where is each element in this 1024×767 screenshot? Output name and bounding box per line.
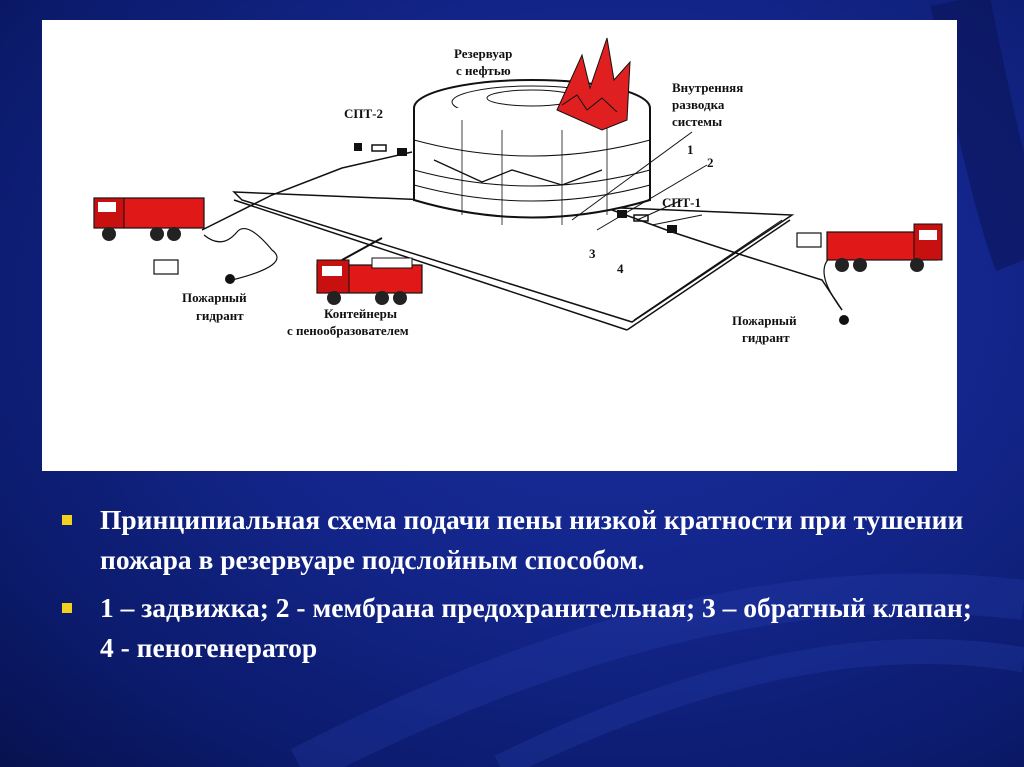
container-left <box>153 259 179 275</box>
valve-spt2 <box>354 143 407 156</box>
label-internal-1: Внутренняя <box>672 80 743 95</box>
pipe-spt1 <box>611 209 843 311</box>
label-n2: 2 <box>707 155 714 170</box>
label-spt1: СПТ-1 <box>662 195 701 210</box>
bullet-text: Принципиальная схема подачи пены низкой … <box>100 504 964 575</box>
valve-spt1 <box>617 210 677 233</box>
label-hydrant-right-1: Пожарный <box>732 313 797 328</box>
label-containers-1: Контейнеры <box>324 306 397 321</box>
fire-truck-left <box>93 197 205 241</box>
bullet-item: Принципиальная схема подачи пены низкой … <box>62 500 972 580</box>
hose-left <box>203 228 278 281</box>
label-hydrant-left-1: Пожарный <box>182 290 247 305</box>
flame-icon <box>556 37 631 131</box>
bullet-list: Принципиальная схема подачи пены низкой … <box>62 500 972 676</box>
foam-supply-diagram: Резервуар с нефтью Внутренняя разводка с… <box>93 37 943 345</box>
label-tank-2: с нефтью <box>456 63 511 78</box>
container-right <box>796 232 822 248</box>
square-bullet-icon <box>62 603 72 613</box>
label-hydrant-right-2: гидрант <box>742 330 790 345</box>
square-bullet-icon <box>62 515 72 525</box>
label-n1: 1 <box>687 142 694 157</box>
label-internal-3: системы <box>672 114 722 129</box>
diagram-panel: Резервуар с нефтью Внутренняя разводка с… <box>42 20 957 471</box>
fire-truck-middle <box>316 237 423 305</box>
label-tank-1: Резервуар <box>454 46 512 61</box>
bullet-item: 1 – задвижка; 2 - мембрана предохранител… <box>62 588 972 668</box>
label-internal-2: разводка <box>672 97 725 112</box>
hydrant-left-icon <box>225 274 235 284</box>
label-containers-2: с пенообразователем <box>287 323 409 338</box>
label-spt2: СПТ-2 <box>344 106 383 121</box>
label-n3: 3 <box>589 246 596 261</box>
fire-truck-right <box>826 223 943 272</box>
oil-tank <box>413 79 651 225</box>
label-n4: 4 <box>617 261 624 276</box>
bullet-text: 1 – задвижка; 2 - мембрана предохранител… <box>100 592 972 663</box>
pipe-spt2 <box>201 151 413 231</box>
hydrant-right-icon <box>839 315 849 325</box>
label-hydrant-left-2: гидрант <box>196 308 244 323</box>
